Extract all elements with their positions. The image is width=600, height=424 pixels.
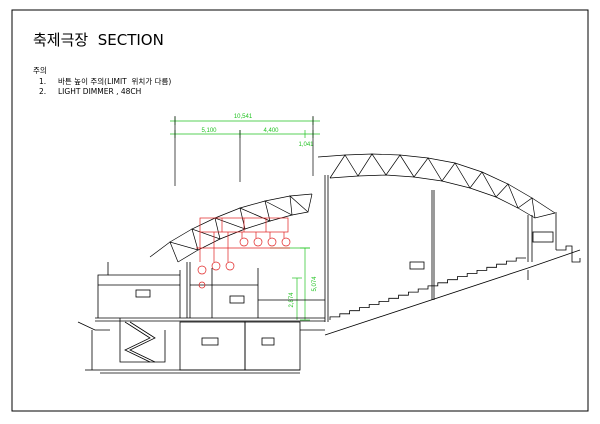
note-item: 1. 바튼 높이 주의(LIMIT 위치가 다름) (33, 77, 171, 88)
note-number: 1. (39, 76, 47, 86)
stage-roof-truss (149, 193, 313, 263)
dimension-labels: 10,541 5,100 4,400 1,041 5,074 2,874 (201, 114, 318, 308)
grid-reference-lines (174, 116, 314, 186)
stage-building (77, 262, 325, 374)
dim-offset: 1,041 (298, 142, 314, 148)
dim-overall-width: 10,541 (234, 114, 253, 120)
page-title: 축제극장 SECTION (33, 31, 164, 49)
notes-heading: 주의 (33, 66, 47, 75)
auditorium-roof-truss (317, 153, 556, 219)
dim-right-span: 4,400 (263, 128, 279, 134)
note-text: LIGHT DIMMER , 48CH (58, 87, 142, 96)
note-text: 바튼 높이 주의(LIMIT 위치가 다름) (58, 76, 172, 86)
dim-left-span: 5,100 (201, 128, 217, 134)
notes-block: 주의 1. 바튼 높이 주의(LIMIT 위치가 다름) 2. LIGHT DI… (33, 66, 171, 98)
auditorium-structure (324, 175, 581, 336)
dim-height-total: 5,074 (312, 276, 318, 292)
lighting-rig (196, 217, 291, 289)
sheet-border (11, 9, 589, 412)
dimension-lines (170, 117, 320, 321)
note-number: 2. (39, 87, 47, 96)
note-item: 2. LIGHT DIMMER , 48CH (33, 87, 171, 98)
